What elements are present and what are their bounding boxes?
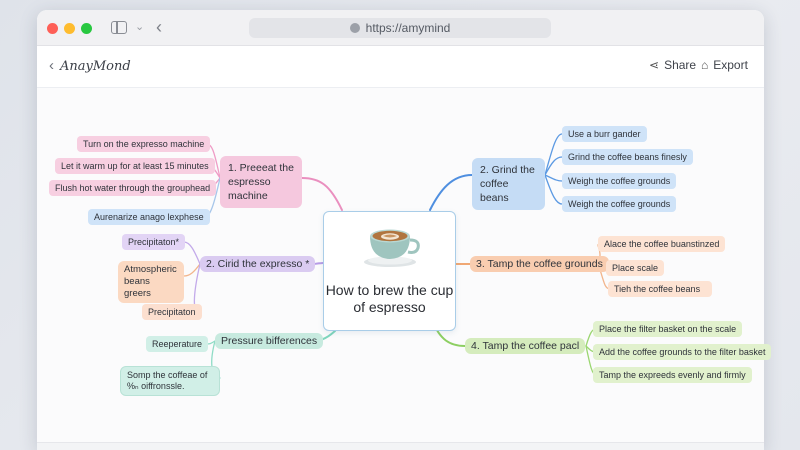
branch-cirid-expresso[interactable]: 2. Cirid the expresso * bbox=[200, 256, 316, 272]
leaf-burr-grinder[interactable]: Use a burr gander bbox=[562, 126, 647, 142]
leaf-precipitaton-1[interactable]: Precipitaton* bbox=[122, 234, 186, 250]
leaf-weigh-grounds-2[interactable]: Weigh the coffee grounds bbox=[562, 196, 677, 212]
branch-grind-beans[interactable]: 2. Grind the coffee beans bbox=[472, 158, 545, 210]
leaf-warm-up[interactable]: Let it warm up for at least 15 minutes bbox=[55, 158, 215, 174]
leaf-precipitaton-2[interactable]: Precipitaton bbox=[142, 304, 202, 320]
back-arrow-icon[interactable]: ‹ bbox=[156, 17, 162, 37]
bottom-bar bbox=[37, 442, 764, 450]
coffee-cup-icon bbox=[364, 229, 420, 267]
leaf-grind-finely[interactable]: Grind the coffee beans finesly bbox=[562, 149, 693, 165]
leaf-weigh-grounds-1[interactable]: Weigh the coffee grounds bbox=[562, 173, 677, 189]
leaf-somp-coffeae[interactable]: Somp the coffeae of %ₙ oiffronssle. bbox=[120, 366, 220, 396]
browser-titlebar: ⌄ ‹ https://amymind bbox=[37, 10, 764, 46]
minimize-window-button[interactable] bbox=[64, 23, 75, 34]
url-text: https://amymind bbox=[365, 21, 451, 35]
leaf-filter-basket-scale[interactable]: Place the filter basket on the scale bbox=[593, 321, 743, 337]
central-topic[interactable]: How to brew the cup of espresso bbox=[323, 211, 456, 331]
address-bar[interactable]: https://amymind bbox=[249, 18, 551, 38]
app-title: AnayMond bbox=[60, 59, 131, 74]
branch-tamp-grounds[interactable]: 3. Tamp the coffee grounds bbox=[470, 256, 609, 272]
close-window-button[interactable] bbox=[47, 23, 58, 34]
branch-preheat[interactable]: 1. Preeeat the espresso machine bbox=[220, 156, 302, 208]
branch-tamp-coffee-pacl[interactable]: 4. Tamp the coffee pacl bbox=[465, 338, 586, 354]
leaf-add-coffee-grounds[interactable]: Add the coffee grounds to the filter bas… bbox=[593, 344, 772, 360]
export-label: Export bbox=[713, 58, 748, 72]
leaf-place-scale[interactable]: Place scale bbox=[606, 260, 665, 276]
leaf-tamp-evenly[interactable]: Tamp the expreeds evenly and firmly bbox=[593, 367, 752, 383]
share-label: Share bbox=[664, 58, 697, 72]
leaf-flush-water[interactable]: Flush hot water through the grouphead bbox=[49, 180, 217, 196]
site-info-icon[interactable] bbox=[349, 23, 360, 33]
leaf-atmospheric[interactable]: Atmospheric beans greers bbox=[118, 261, 184, 303]
export-icon: ⌂ bbox=[701, 58, 709, 72]
app-back-icon[interactable]: ‹ bbox=[49, 57, 54, 74]
central-topic-title: How to brew the cup of espresso bbox=[325, 282, 454, 315]
leaf-turn-on-machine[interactable]: Turn on the expresso machine bbox=[77, 136, 211, 152]
leaf-alace-coffee[interactable]: Alace the coffee buanstinzed bbox=[598, 236, 726, 252]
chevron-down-icon[interactable]: ⌄ bbox=[135, 21, 145, 33]
export-button[interactable]: ⌂ Export bbox=[701, 58, 748, 72]
leaf-tieh-beans[interactable]: Tieh the coffee beans bbox=[608, 281, 712, 297]
share-icon: ⋖ bbox=[649, 58, 660, 72]
sidebar-toggle-icon[interactable] bbox=[111, 21, 127, 34]
leaf-aurenarize[interactable]: Aurenarize anago lexphese bbox=[88, 209, 210, 225]
share-button[interactable]: ⋖ Share bbox=[649, 58, 696, 72]
maximize-window-button[interactable] bbox=[81, 23, 92, 34]
app-header: ‹ AnayMond ⋖ Share ⌂ Export bbox=[37, 46, 764, 88]
branch-pressure-differences[interactable]: Pressure bifferences bbox=[215, 333, 324, 349]
leaf-reeperature[interactable]: Reeperature bbox=[146, 336, 209, 352]
